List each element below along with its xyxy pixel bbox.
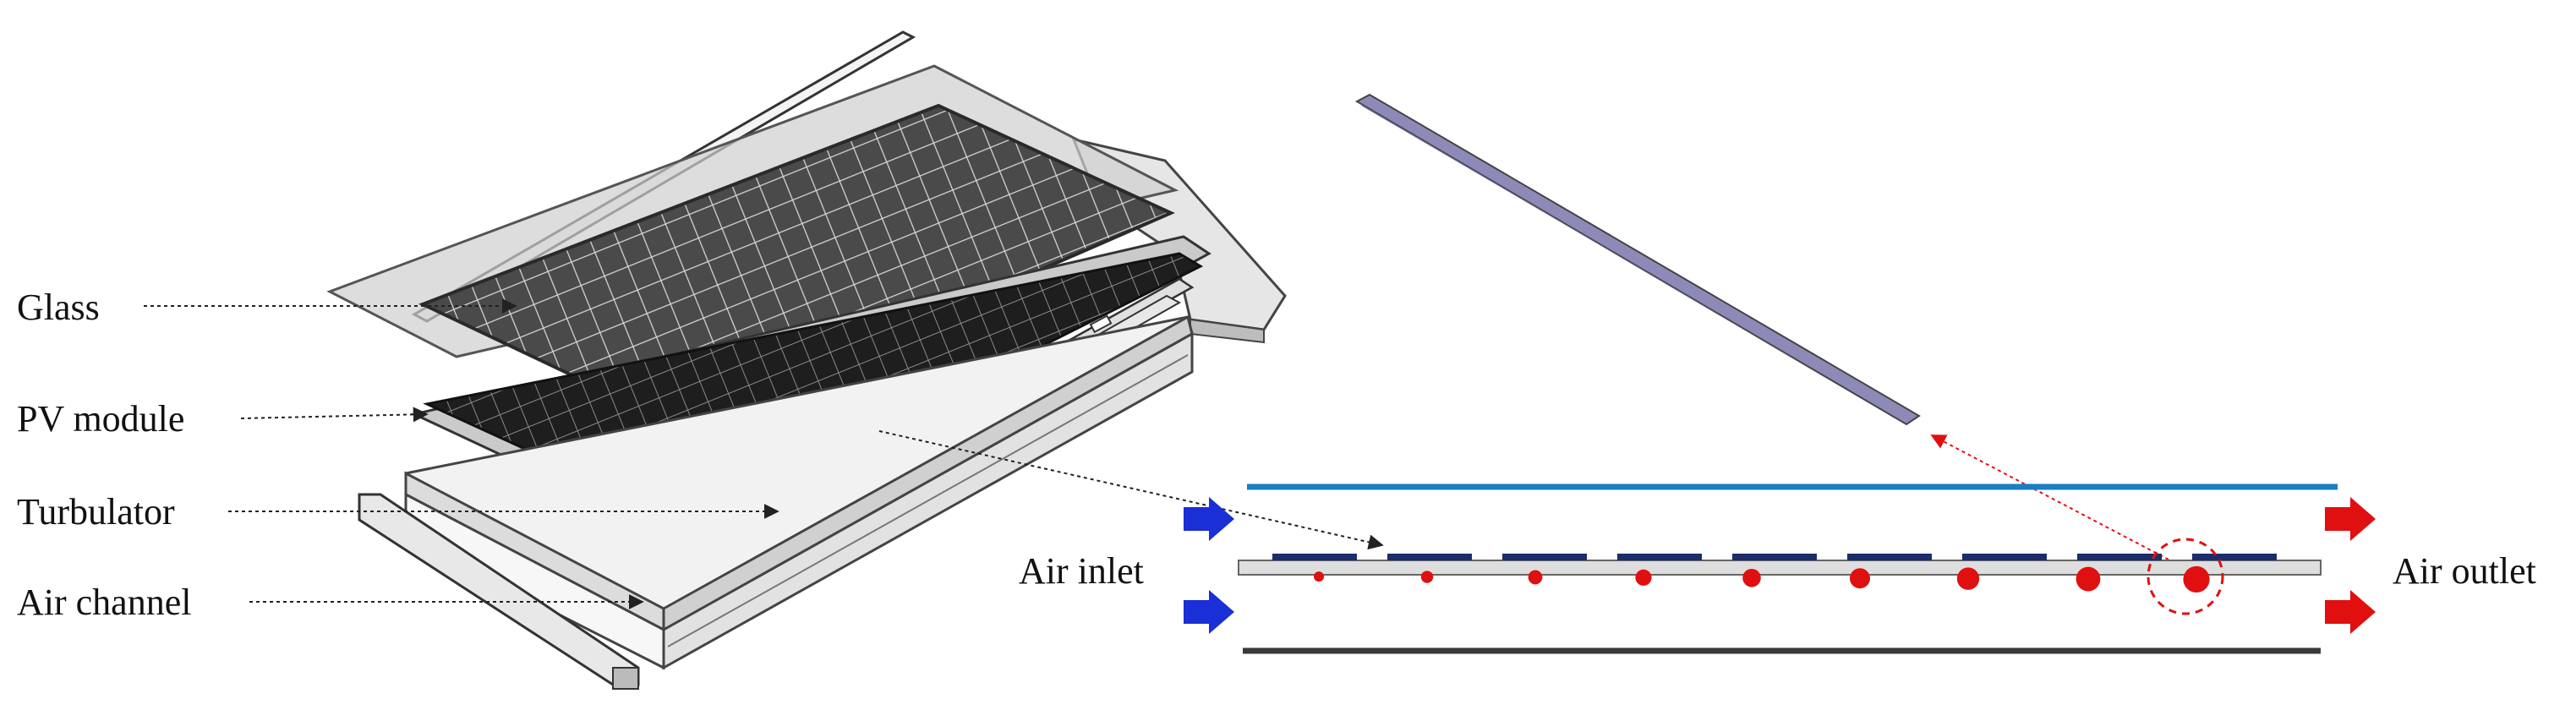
turbulator-segment xyxy=(1617,554,1702,560)
air-channel-box xyxy=(404,314,1194,670)
turbulator-segment xyxy=(1962,554,2047,560)
absorber-plate xyxy=(1238,560,2322,576)
label-air-inlet: Air inlet xyxy=(1019,550,1144,592)
turbulator-detail-bar xyxy=(1354,93,1921,428)
turbulator-dots xyxy=(1314,565,2210,593)
inlet-arrow-bottom xyxy=(1184,590,1234,634)
turbulator-segment xyxy=(1387,554,1472,560)
turbulator-segment xyxy=(1732,554,1817,560)
outlet-arrow-bottom xyxy=(2325,590,2376,634)
turbulator-dot xyxy=(1742,568,1761,587)
label-air-outlet: Air outlet xyxy=(2393,550,2536,592)
turbulator-segment xyxy=(1272,554,1357,560)
outlet-arrow-top xyxy=(2325,497,2376,541)
label-glass: Glass xyxy=(17,287,100,328)
turbulator-dot xyxy=(2183,565,2210,593)
detail-highlight-circle xyxy=(2147,538,2224,615)
turbulator-segment xyxy=(2077,554,2162,560)
inlet-arrow-top xyxy=(1184,497,1234,541)
turbulator-dot xyxy=(1956,567,1980,590)
label-pv-module: PV module xyxy=(17,398,184,440)
exploded-assembly xyxy=(144,30,1384,690)
leader-lines xyxy=(144,298,1384,609)
turbulator-dot xyxy=(2076,566,2101,592)
turbulator-dot xyxy=(1314,571,1324,582)
turbulator-segment xyxy=(1502,554,1587,560)
turbulator-dot xyxy=(1635,569,1652,586)
turbulator-dot xyxy=(1528,570,1543,585)
bottom-bracket xyxy=(358,493,640,690)
turbulator-segment xyxy=(1847,554,1932,560)
turbulator-dot xyxy=(1420,571,1434,583)
turbulator-segments xyxy=(1272,554,2277,560)
turbulator-dot xyxy=(1850,568,1870,589)
cross-section xyxy=(1184,483,2376,654)
turbulator-segment xyxy=(2192,554,2277,560)
callout-line xyxy=(1930,434,2169,560)
label-turbulator: Turbulator xyxy=(17,491,175,532)
label-air-channel: Air channel xyxy=(17,582,191,623)
